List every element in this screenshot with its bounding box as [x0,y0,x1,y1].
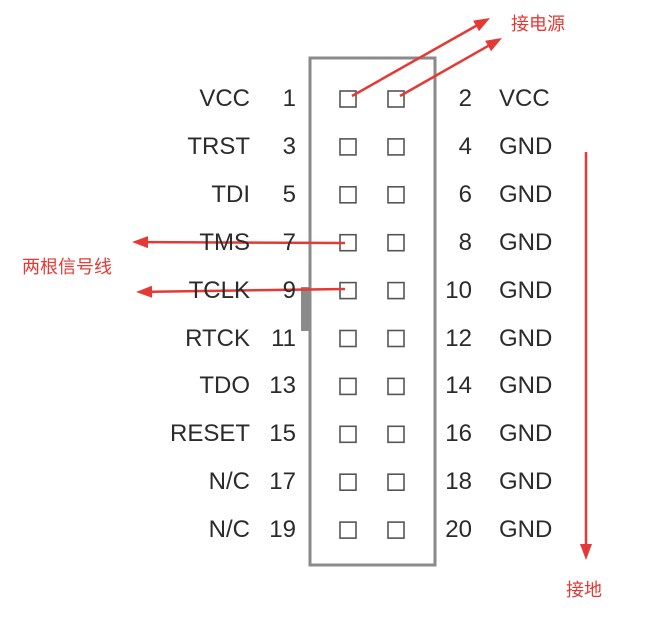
pin-number-right: 6 [458,180,472,208]
pin-number-left: 11 [271,324,296,352]
pin-name-right: GND [499,324,553,352]
pin-name-left: TDI [211,180,250,208]
pin-name-left: VCC [199,85,250,112]
pin-pad [339,90,357,108]
pin-name-right: GND [499,132,553,160]
pin-name-left: RESET [169,420,250,448]
pin-pad [387,186,405,204]
pin-pad [387,377,405,396]
pin-name-left: TMS [199,228,250,256]
pin-number-left: 19 [269,516,296,544]
pin-pad [387,233,405,252]
pin-name-left: RTCK [185,324,250,352]
pin-number-left: 15 [269,420,296,448]
pin-pad [339,138,357,156]
pin-number-right: 14 [445,372,472,400]
pin-pad [339,521,357,539]
pin-name-left: TDO [199,372,250,400]
annotation-signals: 两根信号线 [22,257,112,278]
pin-pad [339,186,357,204]
pin-pad [387,521,405,539]
pin-pad [387,90,405,108]
pin-number-left: 9 [282,276,296,304]
pin-name-right: GND [499,180,553,208]
signal-arrow-tms-shaft [147,240,346,245]
pin-number-right: 10 [445,276,472,304]
pin-name-left: N/C [208,516,250,544]
pin-number-left: 3 [282,132,296,160]
pin-number-right: 12 [445,324,472,352]
annotation-power: 接电源 [511,14,565,35]
pin-name-right: GND [499,228,553,256]
pin-name-right: GND [499,468,553,496]
pin-pad [387,138,405,156]
connector-housing [308,56,437,567]
power-arrow-pin2-head [485,38,502,52]
annotation-ground: 接地 [566,580,602,601]
signal-arrow-tclk-head [136,285,153,298]
ground-arrow-head [580,544,592,560]
pin-pad [339,473,357,492]
pin-pad [339,281,357,300]
pin-number-right: 16 [445,420,472,448]
power-arrow-pin1-shaft [351,24,477,98]
pin-pad [387,329,405,348]
pin-pad [387,281,405,300]
pin-number-right: 18 [445,468,472,496]
signal-arrow-tms-head [132,236,149,249]
signal-arrow-tclk-shaft [151,287,346,294]
pin-name-left: N/C [208,468,250,496]
pin-name-right: GND [499,276,553,304]
connector-key [301,287,310,331]
power-arrow-pin2-shaft [399,44,489,98]
pin-pad [339,377,357,396]
pin-number-left: 1 [282,85,296,112]
pin-number-right: 8 [458,228,472,256]
pin-pad [339,425,357,444]
pin-number-left: 5 [282,180,296,208]
pin-number-right: 2 [458,85,472,112]
pin-pads [339,90,405,539]
pin-name-right: GND [499,372,553,400]
pin-number-left: 7 [282,228,296,256]
pin-number-right: 4 [458,132,472,160]
pin-pad [339,329,357,348]
pin-name-left: TRST [187,132,250,160]
pin-number-left: 13 [269,372,296,400]
pin-name-right: GND [499,516,553,544]
power-arrow-pin1-head [473,18,490,32]
pin-number-right: 20 [445,516,472,544]
pin-number-left: 17 [269,468,296,496]
pin-name-left: TCLK [188,276,250,304]
pin-pad [387,473,405,492]
annotation-arrows [132,18,592,560]
pin-name-right: VCC [499,85,550,112]
pin-name-right: GND [499,420,553,448]
pin-pad [387,425,405,444]
